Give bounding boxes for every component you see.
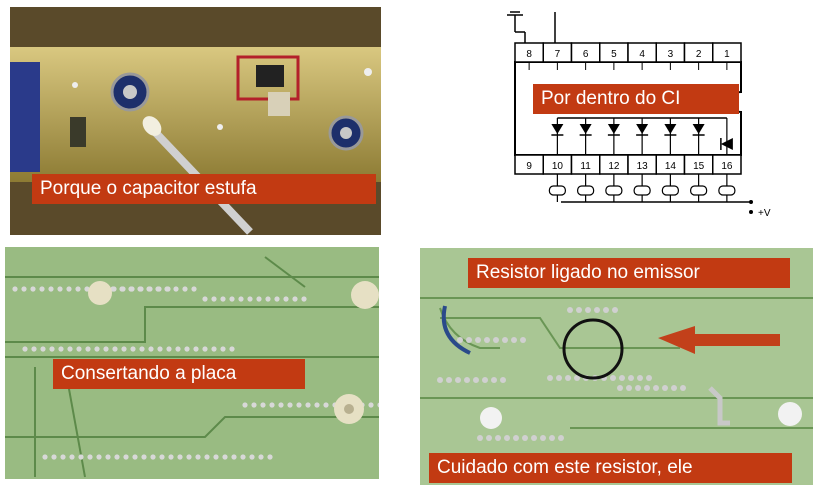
led-icon	[548, 185, 566, 196]
ic-diagram: 8 7 6 5 4 3 2 1 9 10 11 12 13 14 15 16 +V Por dentro d…	[493, 10, 773, 222]
ic-schematic: 8 7 6 5 4 3 2 1 9 10 11 12 13 14 15 16 +V	[507, 11, 771, 219]
ic-bottom-pin-label: 11	[580, 161, 591, 172]
ic-bottom-pin-label: 15	[693, 161, 705, 172]
led-icon	[577, 185, 595, 196]
ic-top-pin-label: 6	[583, 49, 589, 60]
ic-top-pin-label: 4	[639, 49, 645, 60]
caption-fixing-board: Consertando a placa	[53, 359, 305, 389]
diode-icon	[636, 124, 649, 134]
ic-bottom-pin-label: 14	[665, 161, 677, 172]
diode-icon	[720, 138, 733, 150]
ic-bottom-pin-label: 10	[552, 161, 564, 172]
diode-icon	[664, 124, 677, 134]
photo-capacitor: Porque o capacitor estufa	[10, 7, 381, 235]
caption-resistor-warning: Cuidado com este resistor, ele	[429, 453, 792, 483]
diode-icon	[607, 124, 620, 134]
ic-bottom-pin-label: 13	[637, 161, 649, 172]
ic-bottom-pin-label: 9	[526, 161, 532, 172]
ic-top-pin-label: 5	[611, 49, 617, 60]
caption-capacitor: Porque o capacitor estufa	[32, 174, 376, 204]
ic-bottom-pin-label: 12	[608, 161, 620, 172]
led-icon	[718, 185, 736, 196]
caption-ic: Por dentro do CI	[533, 84, 739, 114]
led-icon	[605, 185, 623, 196]
ic-top-pin-label: 1	[724, 49, 730, 60]
photo-resistor: Resistor ligado no emissor Cuidado com e…	[420, 248, 813, 485]
photo-green-board: Consertando a placa	[5, 247, 379, 479]
led-icon	[633, 185, 651, 196]
diode-icon	[692, 124, 705, 134]
ic-top-pin-label: 7	[555, 49, 561, 60]
arrow-icon	[658, 326, 780, 354]
caption-resistor-emitter: Resistor ligado no emissor	[468, 258, 790, 288]
supply-label: +V	[758, 208, 771, 219]
led-icon	[690, 185, 708, 196]
diode-icon	[579, 124, 592, 134]
ic-bottom-pin-label: 16	[721, 161, 733, 172]
ic-top-pin-label: 3	[668, 49, 674, 60]
diode-icon	[551, 124, 564, 134]
capacitor-board-illustration	[10, 7, 381, 235]
ic-top-pin-label: 8	[526, 49, 532, 60]
highlight-circle	[562, 318, 624, 380]
ic-top-pin-label: 2	[696, 49, 702, 60]
led-icon	[661, 185, 679, 196]
